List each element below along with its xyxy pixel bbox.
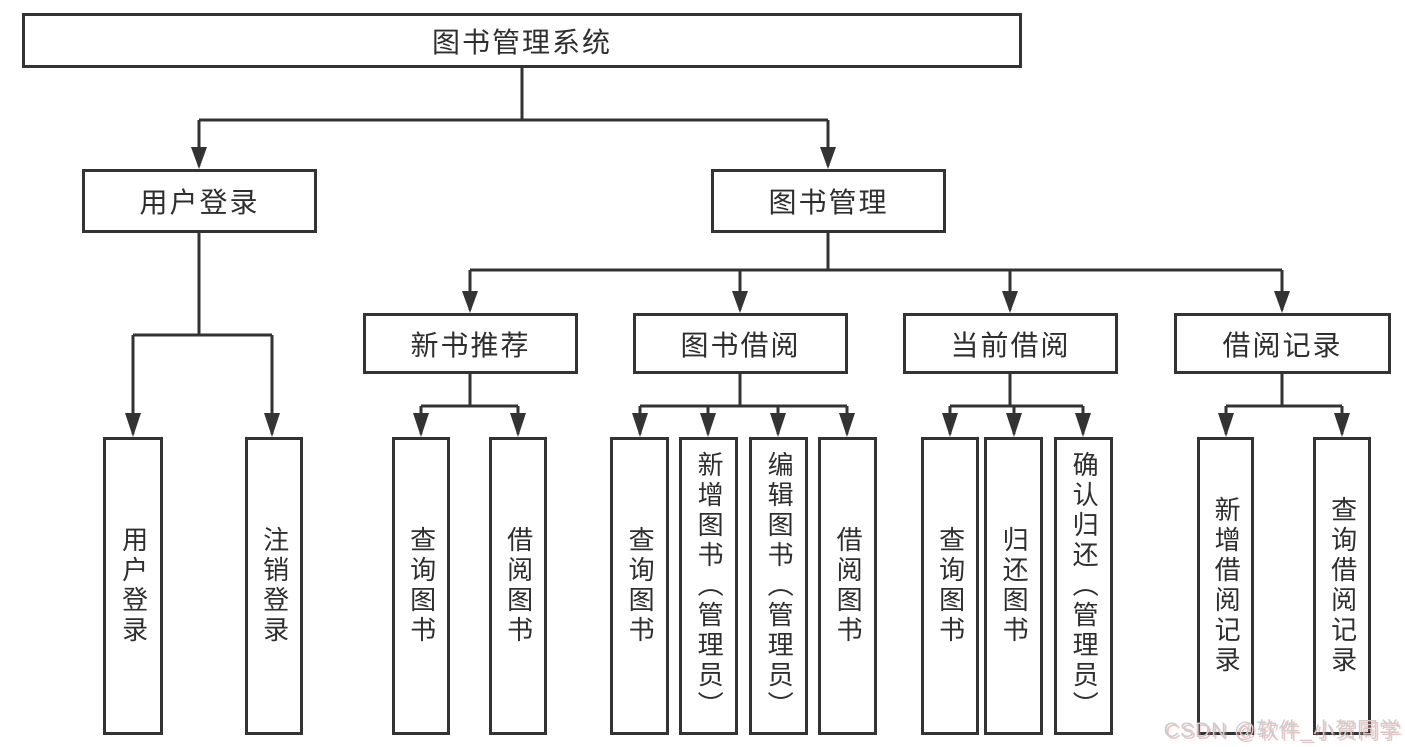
node-borrow-records-label: 借阅记录 — [1222, 329, 1343, 361]
leaf-query-books-recommend: 查询图书 — [392, 437, 450, 735]
leaf-return-books-label: 归还图书 — [999, 526, 1030, 646]
leaf-query-books-borrow-label: 查询图书 — [625, 526, 656, 646]
leaf-add-borrow-record: 新增借阅记录 — [1197, 437, 1254, 735]
node-borrow-records: 借阅记录 — [1174, 313, 1391, 374]
leaf-borrow-books-recommend: 借阅图书 — [489, 437, 547, 735]
arrowheads — [125, 147, 1350, 437]
node-user-login-label: 用户登录 — [139, 187, 260, 218]
leaf-return-books: 归还图书 — [984, 437, 1043, 735]
leaf-query-borrow-record: 查询借阅记录 — [1313, 437, 1371, 735]
node-book-borrow-label: 图书借阅 — [680, 329, 801, 361]
leaf-edit-books-admin: 编辑图书（管理员） — [749, 437, 808, 735]
leaf-user-login: 用户登录 — [103, 437, 163, 735]
node-current-borrow-label: 当前借阅 — [950, 329, 1071, 361]
leaf-add-borrow-record-label: 新增借阅记录 — [1211, 496, 1242, 676]
leaf-confirm-return-admin-label: 确认归还（管理员） — [1069, 451, 1100, 721]
node-new-book-recommend: 新书推荐 — [363, 313, 578, 374]
node-current-borrow: 当前借阅 — [903, 313, 1118, 374]
leaf-add-books-admin: 新增图书（管理员） — [679, 437, 738, 735]
leaf-edit-books-admin-label: 编辑图书（管理员） — [764, 451, 795, 721]
leaf-query-borrow-record-label: 查询借阅记录 — [1327, 496, 1358, 676]
node-book-management: 图书管理 — [711, 169, 946, 233]
leaf-query-books-recommend-label: 查询图书 — [406, 526, 437, 646]
node-root-system: 图书管理系统 — [22, 13, 1022, 68]
node-user-login: 用户登录 — [82, 169, 317, 233]
node-book-management-label: 图书管理 — [768, 187, 889, 218]
leaf-borrow-books-label: 借阅图书 — [833, 526, 864, 646]
leaf-add-books-admin-label: 新增图书（管理员） — [694, 451, 725, 721]
leaf-borrow-books: 借阅图书 — [818, 437, 877, 735]
leaf-confirm-return-admin: 确认归还（管理员） — [1054, 437, 1113, 735]
leaf-query-books-current: 查询图书 — [921, 437, 979, 735]
leaf-query-books-current-label: 查询图书 — [935, 526, 966, 646]
leaf-borrow-books-recommend-label: 借阅图书 — [503, 526, 534, 646]
leaf-logout-label: 注销登录 — [259, 526, 290, 646]
leaf-user-login-label: 用户登录 — [118, 526, 149, 646]
node-new-book-recommend-label: 新书推荐 — [410, 329, 531, 361]
node-root-label: 图书管理系统 — [431, 26, 612, 58]
node-book-borrow: 图书借阅 — [633, 313, 848, 374]
leaf-logout: 注销登录 — [245, 437, 303, 735]
leaf-query-books-borrow: 查询图书 — [610, 437, 669, 735]
